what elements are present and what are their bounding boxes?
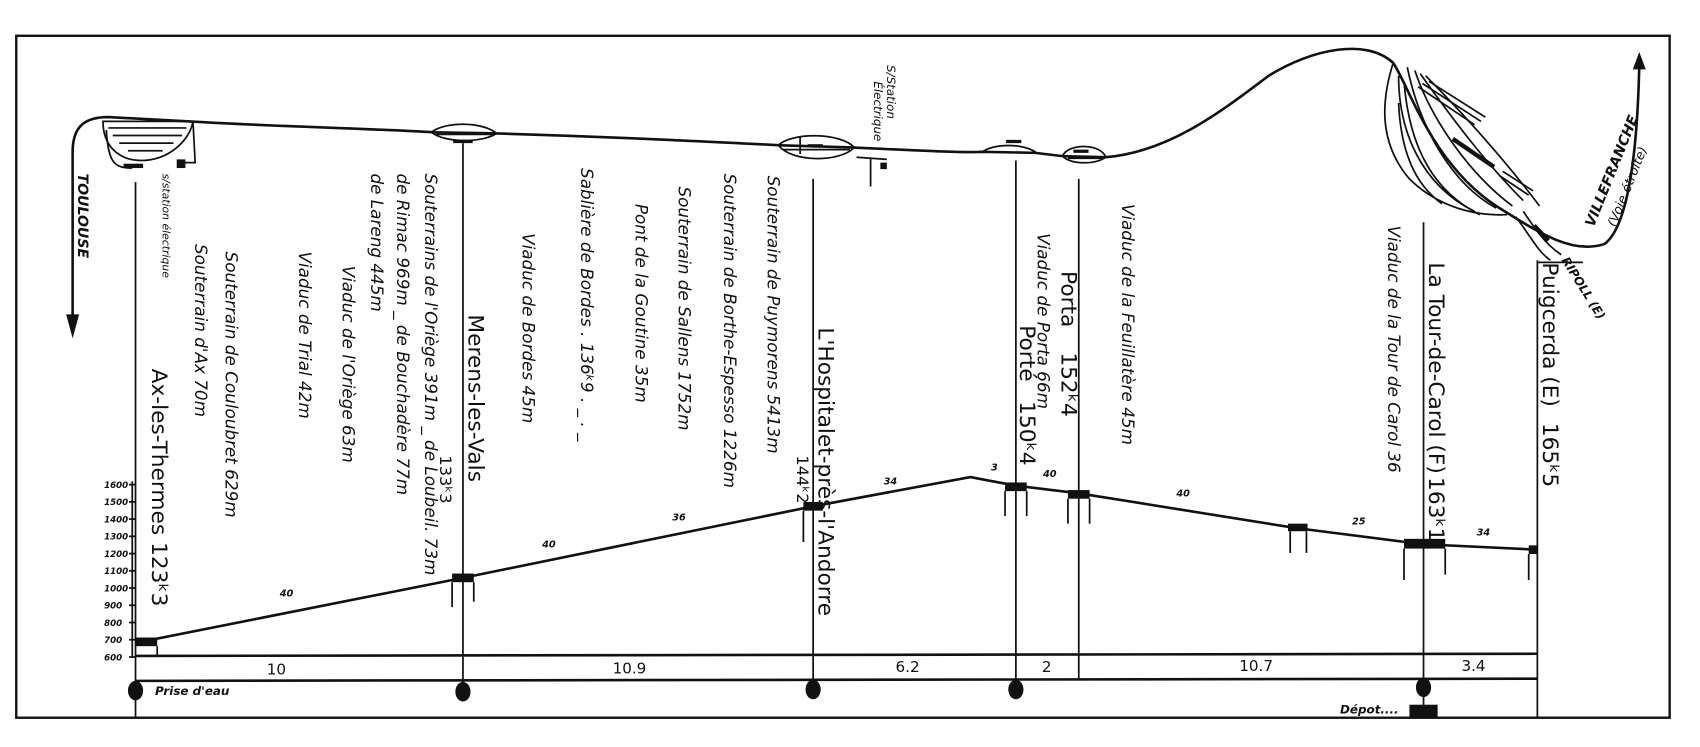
structure-label: Souterrain de Couloubret 629m [222, 252, 242, 518]
distance-label: 10 [267, 660, 286, 678]
depot-icon [1409, 704, 1438, 718]
structure-label: Souterrain de Puymorens 5413m [764, 176, 784, 454]
distance-label: 2 [1042, 658, 1052, 676]
substation-icon [176, 159, 186, 169]
structure-label: Viaduc de la Tour de Carol 36 [1384, 226, 1404, 473]
water-intake-label: Prise d'eau [155, 684, 230, 698]
elevation-tick-label: 1000 [104, 584, 128, 594]
elevation-tick-label: 800 [104, 619, 122, 629]
villefranche-arrow-icon [1632, 52, 1646, 70]
elevation-tick-label: 1300 [104, 533, 128, 543]
station-name-merens: Merens-les-Vals [462, 314, 487, 482]
station-dot-icon [455, 681, 471, 702]
station-km-tour-de-carol: 163ᵏ1 [1423, 477, 1448, 541]
station-lines [134, 143, 1583, 718]
structure-label: Sablière de Bordes . 136ᵏ9 . _ . _ [576, 168, 597, 442]
station-name-hospitalet: L'Hospitalet-près-l'Andorre [813, 327, 838, 616]
water-point-icon [127, 680, 144, 701]
gradient-label: 40 [541, 540, 556, 551]
station-name-puigcerda: Puigcerda (E) [1537, 262, 1562, 407]
station-km-porte: 150ᵏ4 [1014, 401, 1039, 465]
elevation-tick-label: 1500 [104, 498, 128, 508]
elevation-tick-label: 1600 [104, 481, 128, 491]
elevation-tick-label: 900 [104, 602, 122, 612]
structure-label: Viaduc de Trial 42m [295, 252, 315, 419]
tour-de-carol-yard [1383, 62, 1562, 261]
toulouse-label: TOULOUSE [74, 173, 90, 258]
ripoll-label: RIPOLL (E) [1559, 254, 1608, 321]
elevation-axis: 1600 1500 1400 1300 1200 1100 1000 900 800 700 600 [104, 481, 136, 663]
substation-ax-label: s/station électrique [160, 173, 173, 278]
substation-hospitalet-label-2: Électrique [871, 81, 886, 141]
gradient-label: 40 [1175, 489, 1190, 500]
station-km-puigcerda: 165ᵏ5 [1537, 423, 1562, 487]
structure-label: Souterrain de Borthe-Espesso 1226m [720, 173, 740, 488]
depot-label: Dépot.... [1340, 702, 1398, 716]
elevation-tick-label: 700 [104, 636, 122, 646]
station-dot-icon [805, 679, 821, 700]
track-plan [66, 47, 1646, 339]
substation-icon [880, 162, 887, 170]
distance-label: 6.2 [896, 658, 920, 676]
station-km-hospitalet: 144ᵏ2 [793, 455, 812, 503]
structure-label: Viaduc de Bordes 45m [519, 233, 539, 423]
distance-labels: 10 10.9 6.2 2 10.7 3.4 [267, 657, 1486, 678]
station-name-porta: Porta [1055, 271, 1080, 327]
gradient-label: 3 [991, 463, 998, 474]
elevation-tick-label: 1200 [104, 550, 128, 560]
station-name-ax: Ax-les-Thermes [146, 369, 171, 536]
toulouse-arrow-icon [66, 314, 80, 339]
station-dot-icon [1415, 677, 1432, 698]
gradient-label: 40 [1042, 469, 1057, 480]
frame [15, 34, 1671, 719]
station-name-tour-de-carol: La Tour-de-Carol (F) [1423, 262, 1448, 473]
station-markers [127, 677, 1438, 718]
distance-label: 3.4 [1461, 657, 1485, 675]
structure-label: Pont de la Goutine 35m [631, 204, 651, 403]
station-km-merens: 133ᵏ3 [436, 455, 455, 503]
station-name-porte: Porté [1014, 325, 1039, 381]
station-km-ax: 123ᵏ3 [146, 542, 171, 606]
station-platforms [135, 482, 1538, 655]
gradient-label: 34 [884, 477, 898, 488]
substation-hospitalet-label-1: S/Station [884, 65, 898, 119]
structure-label: Viaduc de l'Oriège 63m [339, 266, 359, 463]
gradient-labels: 40 40 36 34 3 40 40 25 34 [279, 463, 1491, 600]
station-dot-icon [1008, 679, 1024, 700]
structure-label: Souterrains de l'Oriège 391m _ de Loubei… [420, 173, 441, 575]
station-km-porta: 152ᵏ4 [1055, 352, 1080, 416]
elevation-profile-line [140, 475, 1538, 644]
distance-label: 10.7 [1239, 657, 1273, 675]
structure-label: Viaduc de Porta 66m [1034, 233, 1054, 409]
structure-label: de Rimac 969m _ de Bouchadère 77m [392, 173, 413, 495]
structure-label: de Lareng 445m [367, 173, 387, 311]
gradient-label: 36 [672, 512, 686, 523]
elevation-tick-label: 600 [104, 653, 122, 663]
gradient-label: 40 [279, 588, 294, 599]
structure-label: Souterrain de Sallens 1752m [675, 186, 695, 430]
gradient-label: 34 [1477, 528, 1491, 539]
structure-label: Souterrain d'Ax 70m [191, 244, 211, 417]
elevation-tick-label: 1100 [104, 567, 128, 577]
structure-label: Viaduc de la Feuillatère 45m [1118, 204, 1138, 445]
gradient-label: 25 [1352, 517, 1366, 528]
distance-label: 10.9 [613, 659, 647, 677]
elevation-tick-label: 1400 [104, 515, 128, 525]
